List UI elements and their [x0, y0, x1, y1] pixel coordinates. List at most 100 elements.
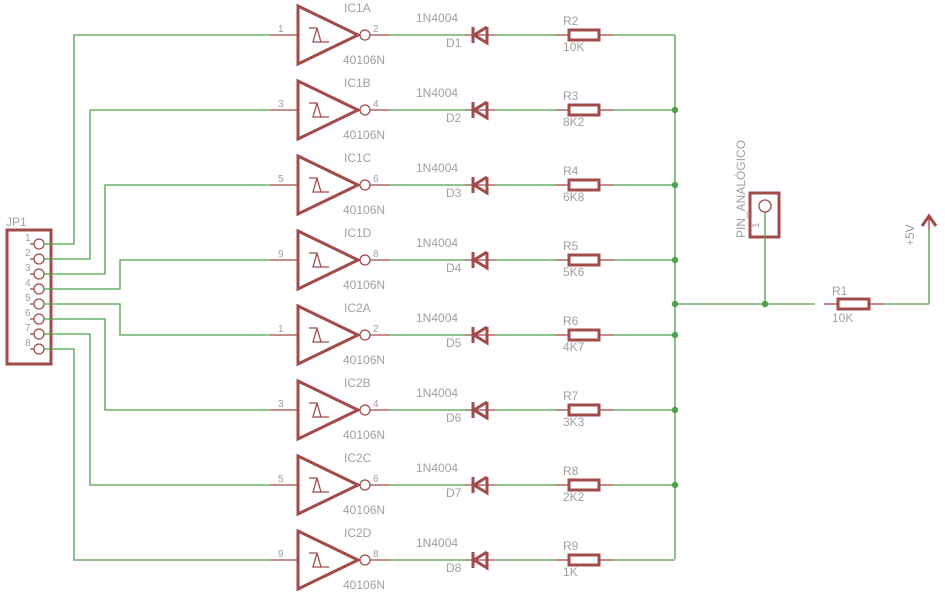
hysteresis-icon — [309, 177, 329, 193]
resistor-body — [567, 478, 601, 492]
diode-name: D4 — [446, 261, 462, 275]
resistor-value: 2K2 — [563, 490, 585, 504]
resistor-value: 8K2 — [563, 115, 585, 129]
connector-pin: 1 — [25, 233, 45, 250]
hysteresis-icon — [309, 402, 329, 418]
pin-pad-icon — [33, 343, 45, 355]
resistor-name: R1 — [832, 284, 848, 298]
resistor-name: R7 — [563, 389, 579, 403]
resistor-name: R3 — [563, 89, 579, 103]
resistor-value: 6K8 — [563, 190, 585, 204]
resistor-name: R6 — [563, 314, 579, 328]
pin-pad-icon — [33, 238, 45, 250]
connector-pin: 8 — [25, 338, 45, 355]
schmitt-inverter-icon — [296, 153, 362, 217]
resistor-r1: R1 10K — [824, 230, 930, 325]
diode-value: 1N4004 — [416, 236, 458, 250]
input-wire — [44, 303, 270, 336]
inverter-bubble-icon — [359, 554, 371, 566]
resistor-body — [567, 28, 601, 42]
gate-name: IC2C — [344, 451, 372, 465]
connector-pin: 7 — [25, 323, 45, 340]
resistor-name: R9 — [563, 539, 579, 553]
schmitt-inverter-icon — [296, 3, 362, 67]
diode-icon — [471, 250, 489, 271]
resistor-value: 10K — [563, 40, 584, 54]
gate-input-pin: 5 — [278, 174, 284, 185]
gate-output-pin: 6 — [373, 474, 379, 485]
connector-pin: 4 — [25, 278, 45, 295]
connector-pin-number: 2 — [25, 248, 31, 259]
output-bus — [671, 35, 815, 559]
gate-name: IC1A — [344, 1, 371, 15]
resistor-value: 10K — [832, 311, 853, 325]
hysteresis-icon — [309, 552, 329, 568]
inverter-bubble-icon — [359, 404, 371, 416]
schmitt-inverter-icon — [296, 453, 362, 517]
gate-input-pin: 1 — [278, 324, 284, 335]
gate-input-pin: 3 — [278, 399, 284, 410]
hysteresis-icon — [309, 102, 329, 118]
analog-pin-connector: PIN_ANALÓGICO 1 — [733, 140, 781, 304]
supply-5v: +5V — [903, 213, 938, 246]
diode-icon — [471, 175, 489, 196]
connector-pin: 3 — [25, 263, 45, 280]
inverter-bubble-icon — [359, 29, 371, 41]
resistor-name: R8 — [563, 464, 579, 478]
gate-output-pin: 4 — [373, 399, 379, 410]
diode-value: 1N4004 — [416, 536, 458, 550]
resistor-body — [836, 297, 871, 311]
diode-value: 1N4004 — [416, 386, 458, 400]
input-wire — [44, 318, 270, 411]
gate-value: 40106N — [343, 278, 385, 292]
input-wire — [44, 333, 270, 486]
inverter-bubble-icon — [359, 329, 371, 341]
gate-input-pin: 9 — [278, 249, 284, 260]
schmitt-inverter-icon — [296, 528, 362, 592]
gate-name: IC1D — [344, 226, 372, 240]
connector-pin: 5 — [25, 293, 45, 310]
gate-value: 40106N — [343, 578, 385, 592]
gate-value: 40106N — [343, 53, 385, 67]
diode-name: D2 — [446, 111, 462, 125]
resistor-body — [567, 253, 601, 267]
inverter-bubble-icon — [359, 179, 371, 191]
resistor-name: R2 — [563, 14, 579, 28]
gate-input-pin: 5 — [278, 474, 284, 485]
connector-pin-number: 7 — [25, 323, 31, 334]
inverter-bubble-icon — [359, 104, 371, 116]
resistor-value: 4K7 — [563, 340, 585, 354]
supply-label: +5V — [903, 224, 917, 246]
gate-output-pin: 6 — [373, 174, 379, 185]
pin-pad-icon — [33, 253, 45, 265]
connector-pin-number: 5 — [25, 293, 31, 304]
pin-pad-icon — [33, 328, 45, 340]
connector-pin-number: 1 — [25, 233, 31, 244]
resistor-body — [567, 103, 601, 117]
diode-icon — [471, 100, 489, 121]
connector-pin-number: 6 — [25, 308, 31, 319]
input-wire — [44, 34, 270, 245]
resistor-name: R5 — [563, 239, 579, 253]
gate-input-pin: 1 — [278, 24, 284, 35]
diode-icon — [471, 550, 489, 571]
hysteresis-icon — [309, 327, 329, 343]
resistor-body — [567, 553, 601, 567]
input-wire — [44, 259, 270, 290]
diode-name: D3 — [446, 186, 462, 200]
gate-name: IC2A — [344, 301, 371, 315]
hysteresis-icon — [309, 477, 329, 493]
hysteresis-icon — [309, 27, 329, 43]
supply-arrow-icon — [920, 213, 938, 227]
diode-value: 1N4004 — [416, 461, 458, 475]
diode-name: D5 — [446, 336, 462, 350]
